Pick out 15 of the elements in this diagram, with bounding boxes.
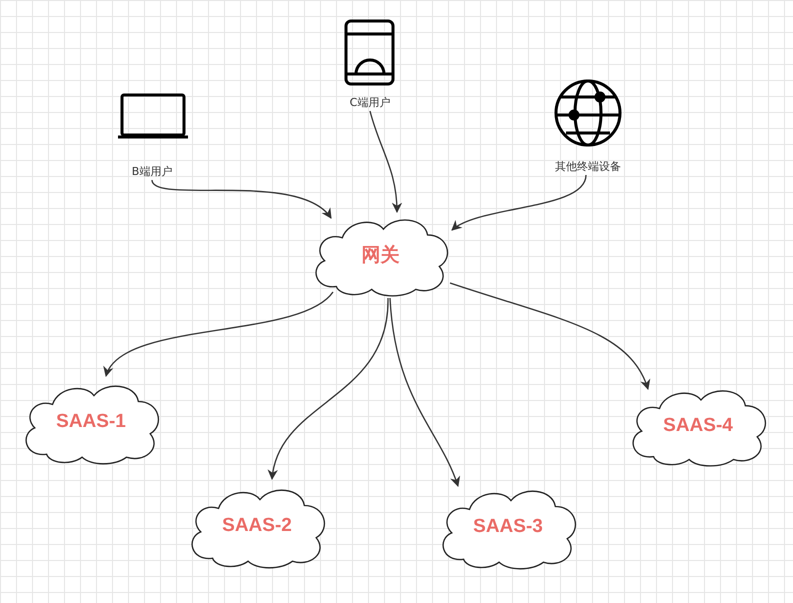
node-label: SAAS-4 [662,414,734,436]
device-label: 其他终端设备 [548,160,628,175]
node-label: SAAS-1 [55,411,127,433]
arrow [268,298,389,480]
arrow [105,292,334,377]
arrow [451,174,587,231]
device-label: B端用户 [122,165,182,180]
node-label: SAAS-3 [472,516,544,538]
arrow [450,282,650,390]
arrow [389,298,460,487]
arrow [369,110,402,214]
arrow [151,180,332,219]
device-label: C端用户 [340,96,400,111]
node-label: SAAS-2 [221,515,293,537]
node-label: 网关 [360,244,400,268]
